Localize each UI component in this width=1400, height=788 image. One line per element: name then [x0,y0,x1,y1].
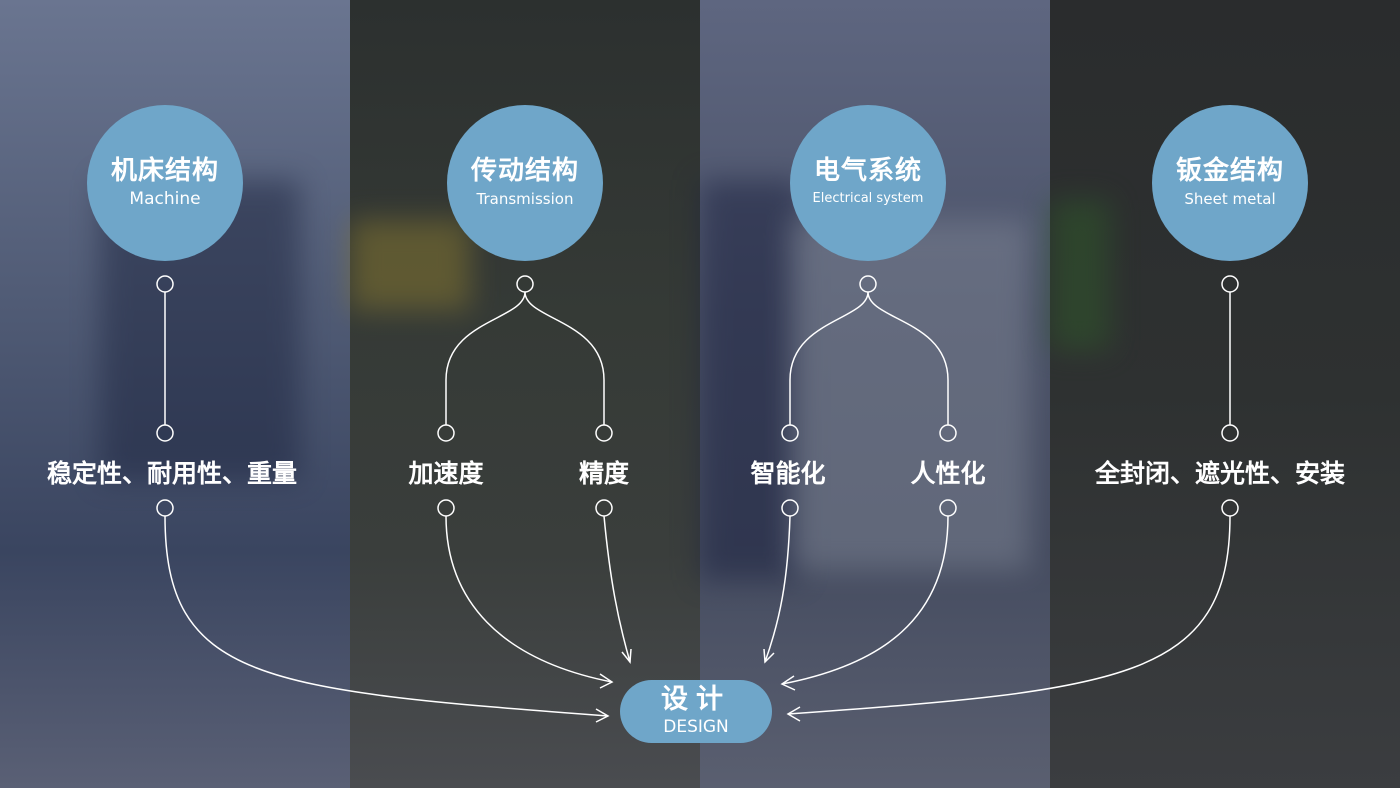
feature-label: 全封闭、遮光性、安装 [1094,459,1346,488]
feature-label: 稳定性、耐用性、重量 [46,459,298,488]
category-title: 传动结构 [470,156,579,186]
feature-label: 人性化 [910,459,986,488]
category-subtitle: Electrical system [812,191,924,206]
category-subtitle: Machine [129,189,201,209]
category-title: 电气系统 [813,156,922,186]
design-title: 设计 [661,684,731,715]
design-badge: 设计 DESIGN [620,680,772,743]
design-subtitle: DESIGN [663,717,729,737]
category-machine: 机床结构 Machine [87,105,243,261]
feature-label: 加速度 [408,459,484,488]
category-subtitle: Transmission [476,190,574,208]
category-sheet-metal: 钣金结构 Sheet metal [1152,105,1308,261]
category-title: 钣金结构 [1175,156,1284,186]
feature-label: 智能化 [750,459,826,488]
background-panel-sheet-metal [1050,0,1400,788]
category-electrical: 电气系统 Electrical system [790,105,946,261]
category-transmission: 传动结构 Transmission [447,105,603,261]
category-title: 机床结构 [110,156,219,186]
background-panel-transmission [350,0,700,788]
feature-label: 精度 [578,459,630,488]
category-subtitle: Sheet metal [1184,190,1276,208]
node-dots [156,275,1239,517]
